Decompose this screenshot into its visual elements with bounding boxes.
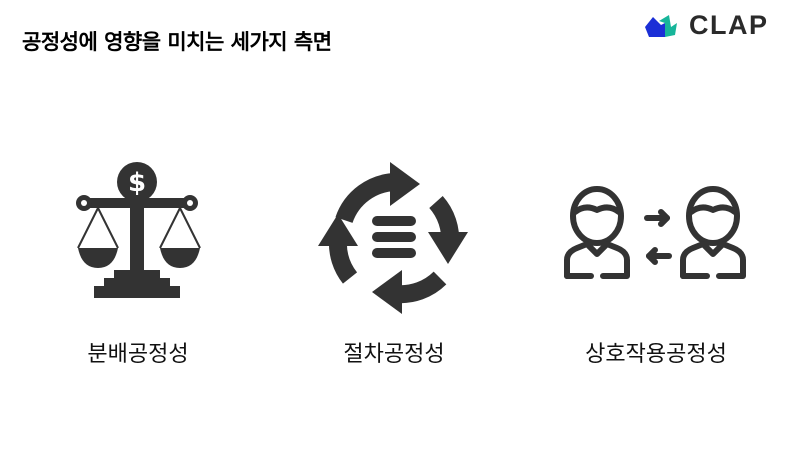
interactional-justice-label: 상호작용공정성 xyxy=(585,342,727,367)
logo-text: CLAP xyxy=(689,10,769,40)
page-title: 공정성에 영향을 미치는 세가지 측면 xyxy=(22,30,332,54)
clap-logo-icon xyxy=(645,14,677,37)
scale-dollar-icon: $ xyxy=(74,158,204,300)
clap-logo: CLAP xyxy=(643,10,769,41)
procedural-justice-label: 절차공정성 xyxy=(343,342,445,367)
cycle-process-icon xyxy=(316,160,472,316)
people-exchange-icon xyxy=(563,186,749,282)
svg-text:$: $ xyxy=(128,168,146,198)
distributive-justice-label: 분배공정성 xyxy=(87,342,189,367)
